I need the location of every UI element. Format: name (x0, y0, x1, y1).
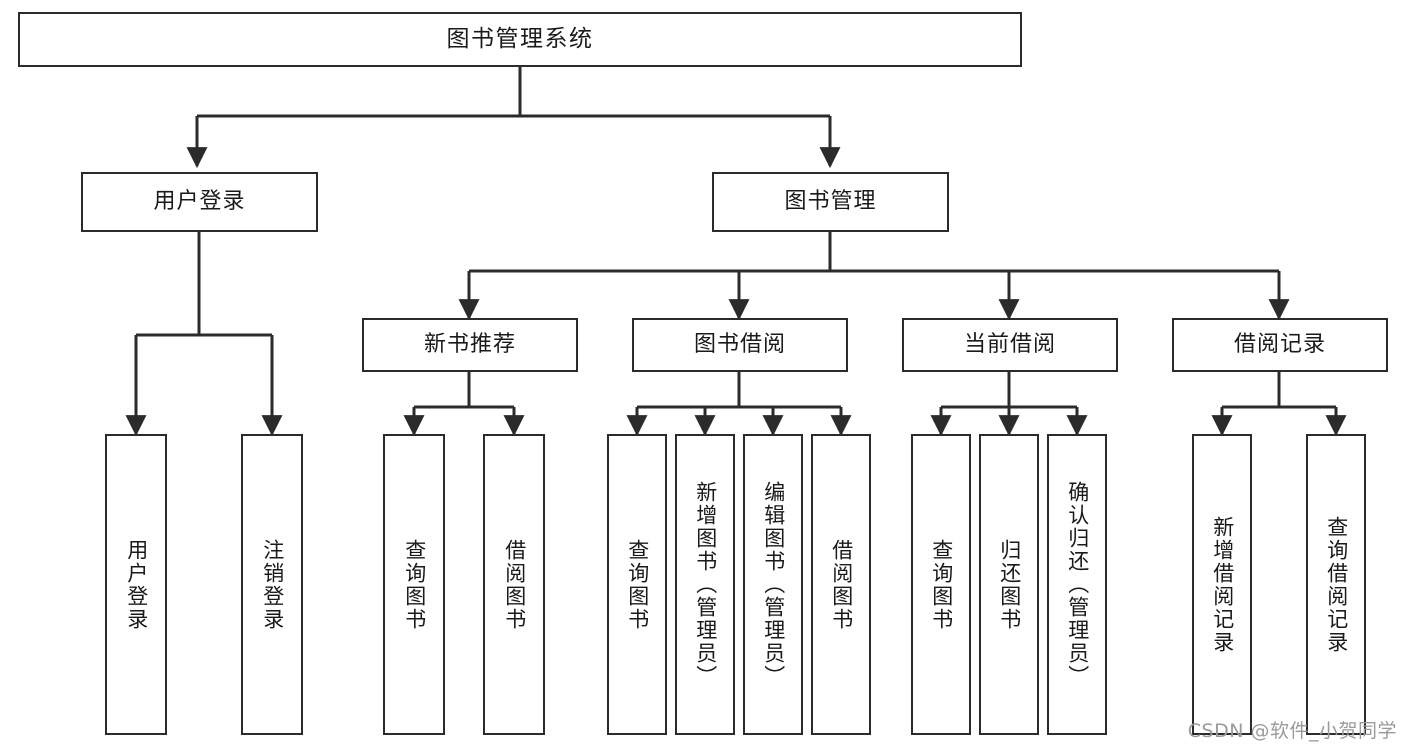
node-label: 借阅记录 (1233, 331, 1326, 357)
node-new-book-recommendation[interactable]: 新书推荐 (362, 318, 578, 372)
node-label: 借阅图书 (829, 538, 854, 631)
node-root-book-management-system[interactable]: 图书管理系统 (18, 12, 1022, 67)
node-label: 归还图书 (997, 538, 1022, 631)
node-label: 图书管理 (784, 188, 877, 214)
leaf-user-login[interactable]: 用户登录 (105, 434, 167, 735)
leaf-query-book-current[interactable]: 查询图书 (911, 434, 971, 735)
node-label: 查询图书 (625, 538, 650, 631)
node-label: 注销登录 (260, 538, 285, 631)
leaf-query-book-borrowing[interactable]: 查询图书 (607, 434, 667, 735)
node-label: 新增借阅记录 (1210, 515, 1235, 654)
node-label: 当前借阅 (963, 331, 1056, 357)
node-label: 编辑图书（管理员） (761, 481, 786, 688)
node-label: 图书管理系统 (446, 25, 594, 52)
node-borrowing-record[interactable]: 借阅记录 (1172, 318, 1388, 372)
leaf-return-book[interactable]: 归还图书 (979, 434, 1039, 735)
node-book-borrowing[interactable]: 图书借阅 (632, 318, 848, 372)
node-book-management[interactable]: 图书管理 (712, 172, 949, 232)
leaf-edit-book-admin[interactable]: 编辑图书（管理员） (743, 434, 803, 735)
node-label: 新书推荐 (423, 331, 516, 357)
leaf-add-borrow-record[interactable]: 新增借阅记录 (1192, 434, 1252, 735)
node-label: 新增图书（管理员） (693, 481, 718, 688)
node-label: 用户登录 (124, 538, 149, 631)
leaf-borrow-book-borrowing[interactable]: 借阅图书 (811, 434, 871, 735)
node-label: 图书借阅 (693, 331, 786, 357)
node-current-borrowing[interactable]: 当前借阅 (902, 318, 1118, 372)
leaf-borrow-book-new-rec[interactable]: 借阅图书 (483, 434, 545, 735)
leaf-logout[interactable]: 注销登录 (241, 434, 303, 735)
leaf-add-book-admin[interactable]: 新增图书（管理员） (675, 434, 735, 735)
node-label: 查询借阅记录 (1324, 515, 1349, 654)
node-label: 确认归还（管理员） (1065, 481, 1090, 688)
node-user-login[interactable]: 用户登录 (81, 172, 318, 232)
node-label: 用户登录 (153, 188, 246, 214)
node-label: 借阅图书 (502, 538, 527, 631)
leaf-confirm-return-admin[interactable]: 确认归还（管理员） (1047, 434, 1107, 735)
node-label: 查询图书 (402, 538, 427, 631)
leaf-query-borrow-record[interactable]: 查询借阅记录 (1306, 434, 1366, 735)
leaf-query-book-new-rec[interactable]: 查询图书 (383, 434, 445, 735)
node-label: 查询图书 (929, 538, 954, 631)
